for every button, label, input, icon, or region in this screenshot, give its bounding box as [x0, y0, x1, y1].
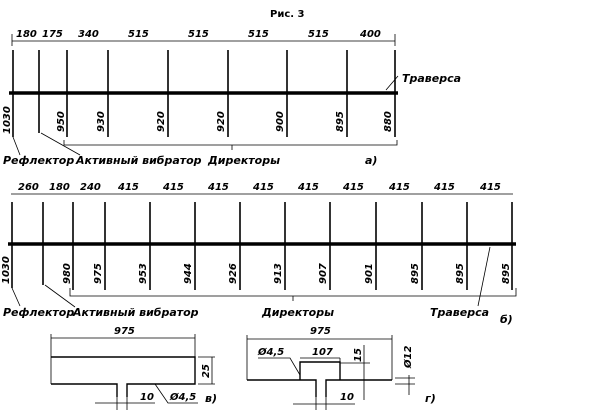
spacing-label: 415 — [433, 182, 455, 193]
dimension-line — [246, 335, 393, 380]
directors-bracket — [69, 288, 517, 301]
length-label: 1030 — [1, 256, 12, 284]
figure-g: 975 107 15 Ø4,5 Ø12 10 г) — [246, 326, 436, 410]
active-vibrator-label: Активный вибратор — [75, 154, 202, 167]
length-label: 975 — [93, 263, 104, 284]
spacing-label: 515 — [188, 29, 209, 40]
length-label: 926 — [228, 263, 239, 284]
spacing-label: 340 — [78, 29, 99, 40]
folded-vibrator — [51, 356, 196, 397]
length-label: 953 — [138, 263, 149, 284]
boom-label: Траверса — [430, 306, 489, 319]
tube-dimension — [395, 375, 415, 395]
figure-tag: в) — [205, 392, 217, 405]
step-label: 15 — [353, 348, 364, 362]
length-label: 907 — [318, 263, 329, 284]
diameter-label: Ø4,5 — [257, 346, 284, 358]
spacing-label: 260 — [18, 182, 39, 193]
gap-dimension — [293, 397, 355, 410]
figure-tag: г) — [425, 392, 436, 405]
spacing-label: 415 — [342, 182, 364, 193]
spacing-label: 175 — [42, 29, 63, 40]
reflector-label: Рефлектор — [3, 154, 74, 167]
inner-length-label: 107 — [312, 347, 333, 358]
diameter-leader — [258, 357, 301, 376]
length-label: 895 — [335, 111, 346, 132]
spacing-label: 515 — [248, 29, 269, 40]
length-label: 920 — [216, 111, 227, 132]
elements — [11, 202, 513, 290]
leader-lines — [11, 246, 491, 308]
width-label: 975 — [310, 326, 331, 337]
length-label: 1030 — [2, 106, 13, 134]
length-label: 920 — [156, 111, 167, 132]
spacing-label: 415 — [388, 182, 410, 193]
height-label: 25 — [201, 364, 212, 378]
leader-lines — [12, 75, 399, 156]
length-label: 944 — [183, 263, 194, 284]
diameter-leader — [154, 383, 198, 404]
active-vibrator-label: Активный вибратор — [72, 306, 199, 319]
spacing-label: 415 — [479, 182, 501, 193]
length-label: 880 — [383, 111, 394, 132]
length-label: 980 — [62, 263, 73, 284]
reflector-label: Рефлектор — [3, 306, 74, 319]
figure-b: 260 180 240 415 415 415 415 415 415 415 … — [1, 182, 517, 326]
figure-title: Рис. 3 — [270, 9, 305, 20]
height-dimension — [198, 356, 215, 385]
dimension-ticks — [11, 34, 396, 46]
length-label: 895 — [455, 263, 466, 284]
spacing-label: 415 — [297, 182, 319, 193]
tube-label: Ø12 — [402, 346, 414, 369]
spacing-label: 180 — [16, 29, 37, 40]
gamma-strap — [299, 361, 341, 380]
figure-v: 975 25 10 Ø4,5 в) — [50, 326, 217, 410]
directors-label: Директоры — [261, 306, 334, 319]
spacing-label: 415 — [252, 182, 274, 193]
figure-a: 180 175 340 515 515 515 515 400 1030 950… — [2, 29, 461, 167]
figure-tag: б) — [500, 313, 513, 326]
boom-label: Траверса — [402, 72, 461, 85]
length-label: 900 — [275, 111, 286, 132]
elements — [12, 50, 396, 137]
length-label: 930 — [96, 111, 107, 132]
figure-tag: а) — [365, 154, 377, 167]
spacing-label: 240 — [80, 182, 101, 193]
length-label: 950 — [56, 111, 67, 132]
spacing-label: 415 — [162, 182, 184, 193]
inner-dimensions — [300, 345, 370, 400]
spacing-label: 400 — [359, 29, 381, 40]
gap-label: 10 — [340, 392, 354, 403]
spacing-label: 515 — [128, 29, 149, 40]
spacing-label: 415 — [207, 182, 229, 193]
spacing-label: 180 — [49, 182, 70, 193]
length-label: 895 — [410, 263, 421, 284]
gap-label: 10 — [140, 392, 154, 403]
gap-dimension — [95, 397, 155, 410]
length-label: 895 — [501, 263, 512, 284]
dimension-line — [50, 334, 196, 384]
length-label: 901 — [364, 263, 375, 284]
width-label: 975 — [114, 326, 135, 337]
directors-bracket — [63, 140, 398, 150]
spacing-label: 515 — [308, 29, 329, 40]
diameter-label: Ø4,5 — [169, 391, 196, 403]
length-label: 913 — [273, 263, 284, 284]
gamma-match — [247, 379, 392, 397]
directors-label: Директоры — [207, 154, 280, 167]
spacing-label: 415 — [117, 182, 139, 193]
